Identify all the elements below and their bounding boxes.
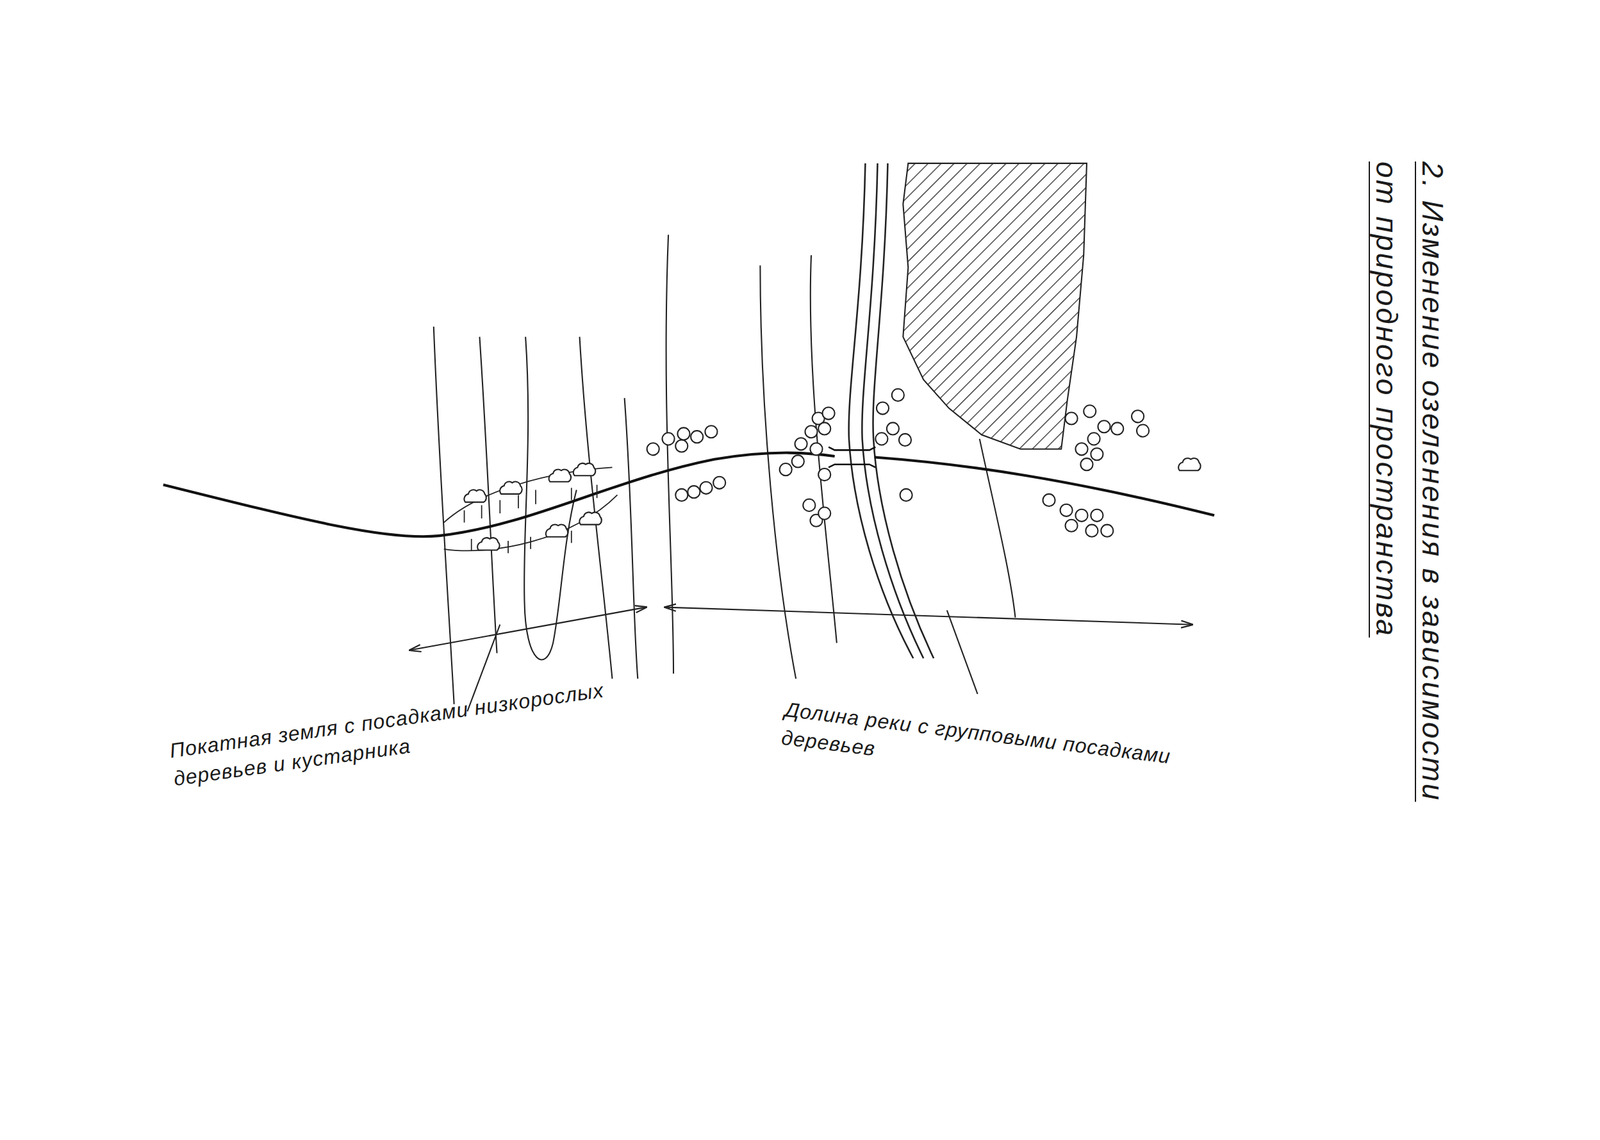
tree-circle xyxy=(1060,504,1073,517)
tree-circle xyxy=(677,427,690,440)
tree-circle xyxy=(1080,458,1093,471)
shrub-symbol xyxy=(1178,458,1201,471)
tree-circle xyxy=(891,388,905,402)
tree-circles xyxy=(647,388,1149,537)
extent-arrows xyxy=(410,607,1192,651)
tree-circle xyxy=(876,402,889,415)
tree-circle xyxy=(1098,420,1111,433)
slope-hatching xyxy=(444,467,618,553)
tree-circle xyxy=(1065,519,1078,532)
tree-circle xyxy=(713,476,726,489)
tree-circle xyxy=(1088,432,1101,445)
tree-circle xyxy=(822,407,835,420)
tree-circle xyxy=(1136,424,1149,438)
tree-circle xyxy=(1090,447,1103,461)
sheet-title: 2. Изменение озеленения в зависимости от… xyxy=(1363,161,1456,838)
tree-circle xyxy=(704,425,718,438)
tree-circle xyxy=(1131,410,1144,423)
shrub-symbol xyxy=(545,524,568,537)
shrub-symbol xyxy=(549,469,571,482)
tree-circle xyxy=(647,442,660,455)
tree-circle xyxy=(1075,509,1088,522)
tree-circle xyxy=(1100,524,1114,537)
shrub-symbol xyxy=(463,489,486,502)
tree-circle xyxy=(1111,422,1124,435)
tree-circle xyxy=(818,422,831,435)
shrub-symbols xyxy=(463,458,1201,550)
forest-area xyxy=(902,163,1087,450)
tree-circle xyxy=(1085,524,1098,537)
tree-circle xyxy=(804,425,817,438)
valley-label: Долина реки с групповыми посадками дерев… xyxy=(779,695,1181,800)
tree-circle xyxy=(809,442,823,455)
tree-circle xyxy=(687,485,700,498)
tree-circle xyxy=(675,488,688,502)
shrub-symbol xyxy=(579,511,602,525)
tree-circle xyxy=(662,432,675,445)
tree-circle xyxy=(675,439,688,452)
tree-circle xyxy=(802,499,816,512)
tree-circle xyxy=(900,488,913,502)
tree-circle xyxy=(1090,509,1103,522)
tree-circle xyxy=(875,432,888,445)
tree-circle xyxy=(795,437,808,450)
tree-circle xyxy=(818,507,831,520)
tree-circle xyxy=(699,481,712,495)
tree-circle xyxy=(898,433,912,446)
road xyxy=(163,453,1215,537)
tree-circle xyxy=(1083,404,1096,418)
tree-circle xyxy=(818,468,831,481)
shrub-symbol xyxy=(477,537,500,550)
slope-label: Покатная земля с посадками низкорослых д… xyxy=(167,667,671,793)
tree-circle xyxy=(886,422,899,435)
shrub-symbol xyxy=(573,463,596,476)
shrub-symbol xyxy=(499,481,522,495)
tree-circle xyxy=(690,430,703,443)
tree-circle xyxy=(779,463,792,476)
tree-circle xyxy=(1065,412,1078,425)
tree-circle xyxy=(1043,494,1056,507)
tree-circle xyxy=(1075,442,1088,455)
tree-circle xyxy=(791,454,805,468)
bridge xyxy=(828,447,876,468)
